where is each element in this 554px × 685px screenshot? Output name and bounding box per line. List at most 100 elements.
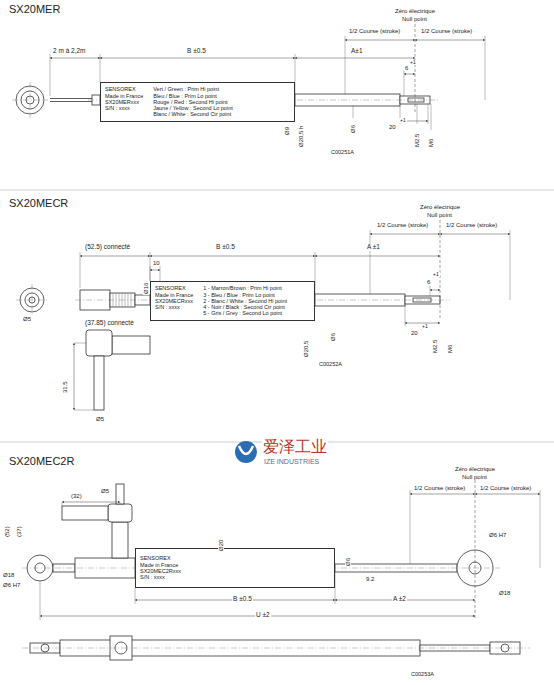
sx20mecr-figure-stroke: [440, 220, 441, 320]
dimension-label: Ø6: [330, 332, 336, 342]
sx20mec2r-figure-stroke: [62, 506, 108, 520]
dimension-label: Null point: [401, 16, 428, 22]
sensor-body: SENSOREXMade in FranceSX20MEC2RxxxS/N : …: [135, 548, 335, 588]
sx20mer-figure-stroke: [415, 40, 485, 41]
sx20mecr-figure-stroke: [150, 256, 315, 257]
dimension-label: Ø18: [498, 590, 511, 596]
sx20mec2r-figure-stroke: [490, 642, 520, 654]
sx20mecr-figure-stroke: [370, 234, 440, 235]
dimension-label: 10: [152, 260, 161, 266]
dimension-label: 6: [404, 65, 409, 71]
dimension-label: Ø5: [100, 488, 110, 494]
dimension-label: 1/2 Course (stroke): [420, 28, 473, 34]
dimension-label: 1/2 Course (stroke): [445, 222, 498, 228]
dimension-label: Zéro électrique: [394, 8, 436, 14]
sx20mecr-figure-stroke: [74, 343, 75, 410]
section-title: SX20MECR: [8, 198, 69, 209]
dimension-label: A ±2: [392, 596, 407, 603]
section-separator-stroke: [0, 190, 554, 191]
dimension-label: Null point: [461, 474, 488, 480]
drawing-number: C00252A: [318, 362, 343, 368]
dimension-label: Ø6: [345, 557, 351, 567]
sx20mer-figure-stroke: [12, 100, 48, 101]
body-marking: Rouge / Red : Second Hi point: [153, 99, 233, 105]
sx20mec2r-figure-stroke: [475, 494, 540, 495]
dimension-label: Ø6: [350, 124, 356, 134]
body-marking: SENSOREX: [155, 285, 193, 291]
dimension-label: (37.85) connecté: [84, 320, 135, 327]
sx20mecr-figure-stroke: [32, 284, 33, 316]
dimension-label: 1/2 Course (stroke): [413, 485, 466, 491]
sx20mec2r-figure-stroke: [40, 494, 540, 616]
dimension-label: Ø20,5 h: [298, 125, 304, 148]
sx20mec2r-figure: [22, 480, 540, 660]
dimension-label: Ø6 H7: [488, 532, 507, 538]
dimension-label: Ø20: [218, 539, 224, 552]
sx20mec2r-figure-stroke: [112, 522, 128, 558]
dimension-label: Null point: [426, 212, 453, 218]
body-marking: S/N : xxxx: [155, 304, 193, 310]
sx20mec2r-figure-stroke: [116, 484, 124, 504]
sx20mer-figure-stroke: [415, 24, 416, 112]
watermark-logo: [235, 441, 257, 463]
sx20mecr-figure-stroke: [94, 356, 104, 410]
dimension-label: B ±0.5: [186, 48, 207, 55]
dimension-label: +1: [421, 324, 429, 329]
dimension-label: A±1: [350, 48, 364, 55]
body-marking: SENSOREX: [140, 555, 181, 561]
sx20mec2r-figure-stroke: [62, 502, 120, 503]
body-marking: SX20MEC2Rxxx: [140, 568, 181, 574]
section-title: SX20MEC2R: [8, 456, 75, 467]
dimension-label: (32): [70, 493, 83, 499]
dimension-label: M6: [428, 138, 434, 148]
body-marking: SENSOREX: [105, 86, 143, 92]
dimension-label: 1/2 Course (stroke): [376, 222, 429, 228]
sx20mer-figure-stroke: [50, 99, 92, 102]
sx20mer-figure-stroke: [295, 58, 415, 59]
sx20mer-figure-stroke: [50, 58, 100, 59]
body-marking: 2 - Blanc / White : Second Hi point: [203, 298, 287, 304]
body-marking: S/N : xxxx: [105, 105, 143, 111]
sx20mecr-figure-stroke: [112, 336, 150, 354]
dimension-label: Ø6 H7: [2, 582, 21, 588]
dimension-label: Ø16: [143, 282, 149, 295]
sx20mecr-figure-stroke: [86, 330, 112, 356]
sx20mer-figure-stroke: [50, 40, 485, 121]
section-separator: [0, 190, 554, 442]
dimension-label: 9.2: [365, 576, 375, 582]
sx20mer-figure-stroke: [30, 82, 31, 118]
dimension-label: +1: [399, 118, 407, 123]
sx20mer-figure-stroke: [100, 58, 295, 59]
drawing-number: C00251A: [330, 150, 355, 156]
dimension-label: (37): [16, 525, 22, 538]
sx20mec2r-figure-stroke: [108, 504, 132, 522]
body-marking: SX20MERxxx: [105, 99, 143, 105]
sensor-body: SENSOREXMade in FranceSX20MECRxxxS/N : x…: [150, 281, 315, 321]
dimension-label: 20: [410, 330, 419, 336]
dimension-label: M2.5: [414, 133, 420, 148]
dimension-label: A ±1: [366, 244, 381, 251]
dimension-label: 1/2 Course (stroke): [348, 28, 401, 34]
body-marking: S/N : xxxx: [140, 574, 181, 580]
dimension-label: M2.5: [432, 339, 438, 354]
section-title: SX20MER: [8, 4, 61, 15]
dimension-label: B ±0.5: [215, 244, 236, 251]
dimension-label: Zéro électrique: [419, 204, 461, 210]
sx20mecr-figure-stroke: [440, 234, 510, 235]
body-marking: Made in France: [140, 562, 181, 568]
sx20mec2r-figure-stroke: [40, 490, 540, 620]
body-marking: Jaune / Yellow : Second Lo point: [153, 105, 233, 111]
body-marking: Made in France: [155, 292, 193, 298]
watermark-logo-stroke: [235, 441, 257, 463]
sx20mecr-figure-stroke: [430, 290, 440, 291]
body-marking: 3 - Bleu / Blue : Prim Lo point: [203, 292, 287, 298]
dimension-label: (52.5) connecté: [84, 244, 131, 251]
sx20mer-figure-stroke: [404, 74, 415, 75]
dimension-label: 1/2 Course (stroke): [479, 485, 532, 491]
sx20mecr-figure-stroke: [74, 234, 510, 410]
sx20mecr-figure: [16, 220, 510, 410]
sx20mecr-figure-stroke: [74, 230, 510, 410]
dimension-label: 20: [388, 124, 397, 130]
dimension-label: 2 m à 2,2m: [52, 48, 87, 55]
dimension-label: (52): [4, 525, 10, 538]
